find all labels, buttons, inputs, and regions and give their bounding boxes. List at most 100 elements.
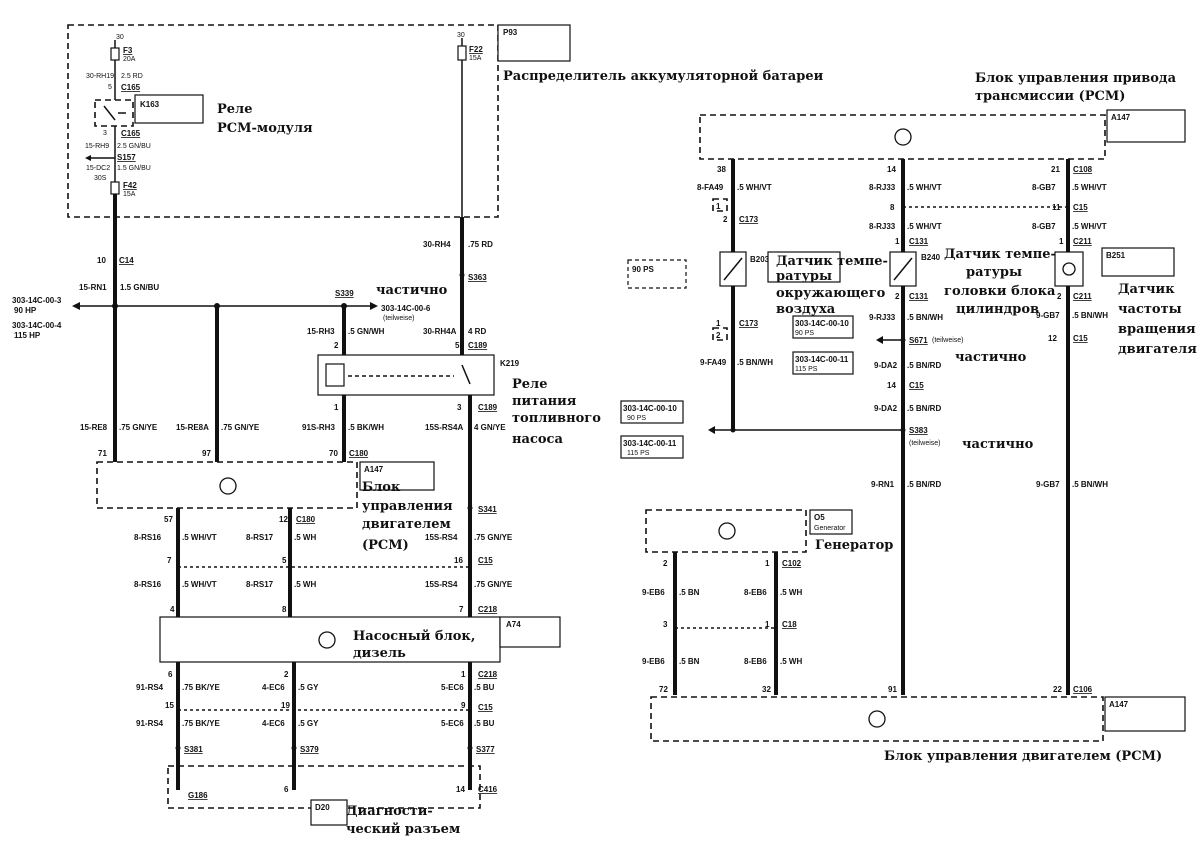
p8a-pin: 8 [282, 605, 287, 614]
battery-distributor-box [67, 24, 499, 218]
w1-wire: 15-RN1 [79, 283, 107, 292]
iat-label-1: Датчик темпе- [776, 254, 888, 269]
tcm-box [699, 114, 1106, 160]
r3-spec: .5 WH/VT [1072, 183, 1107, 192]
ref6-box [620, 400, 684, 424]
q38-pin: 38 [717, 165, 726, 174]
spd-label-3: вращения [1118, 322, 1196, 337]
d20-code: D20 [315, 803, 330, 812]
r7-wire: 9-GB7 [1036, 311, 1060, 320]
p93-label-box [497, 24, 571, 62]
spd-label-4: двигателя [1118, 342, 1197, 357]
c15-c: C15 [1073, 203, 1088, 212]
w19-spec: .5 GY [298, 719, 319, 728]
s339: S339 [335, 289, 354, 298]
w10-wire: 8-RS17 [246, 533, 274, 542]
w11-spec: .75 GN/YE [474, 533, 513, 542]
iat-label-box [767, 251, 841, 283]
w12-spec: .5 WH/VT [182, 580, 217, 589]
a147-c: A147 [1109, 700, 1129, 709]
r11-spec: .5 BN/RD [907, 480, 941, 489]
k163-relay-box [94, 99, 134, 127]
ref4-box [792, 315, 854, 339]
ref7: 303-14C-00-11 [623, 439, 677, 448]
w17-wire: 5-EC6 [441, 683, 464, 692]
w20-wire: 5-EC6 [441, 719, 464, 728]
w19-wire: 4-EC6 [262, 719, 285, 728]
w16-wire: 4-EC6 [262, 683, 285, 692]
ref6b: 90 PS [627, 415, 646, 422]
w10-spec: .5 WH [294, 533, 316, 542]
p7b-pin: 7 [459, 605, 464, 614]
q1d-pin: 1 [716, 319, 721, 328]
p19-pin: 19 [281, 701, 290, 710]
battery-distributor-label: Распределитель аккумуляторной батареи [503, 69, 824, 84]
c189-b: C189 [478, 403, 498, 412]
p6b-pin: 6 [284, 785, 289, 794]
c18: C18 [782, 620, 797, 629]
ps90-box [627, 259, 687, 289]
c15-e: C15 [909, 381, 924, 390]
f1-spec: 2.5 RD [121, 73, 143, 80]
ps90: 90 PS [632, 265, 654, 274]
p57-pin: 57 [164, 515, 173, 524]
q1c-pin: 1 [1059, 237, 1064, 246]
s363: S363 [468, 273, 487, 282]
r5-wire: 8-GB7 [1032, 222, 1056, 231]
p1a-pin: 1 [334, 403, 339, 412]
spd-label-1: Датчик [1118, 282, 1175, 297]
r6-wire: 9-RJ33 [869, 313, 896, 322]
k163-label-box [134, 94, 204, 124]
w9-spec: .5 WH/VT [182, 533, 217, 542]
f3n-pin: 3 [103, 130, 107, 137]
r9-spec: .5 BN/RD [907, 361, 941, 370]
c211-a: C211 [1073, 237, 1092, 246]
c173-a: C173 [739, 215, 759, 224]
teil-1: (teilweise) [932, 337, 964, 344]
p70-pin: 70 [329, 449, 338, 458]
f42-amp: 15A [123, 191, 136, 198]
w15-wire: 91-RS4 [136, 683, 164, 692]
w3-spec: .5 GN/WH [348, 327, 385, 336]
r1-spec: .5 WH/VT [737, 183, 772, 192]
w6-wire: 15-RE8A [176, 423, 209, 432]
w8-wire: 15S-RS4A [425, 423, 463, 432]
f4-wire: 15-RH9 [85, 143, 109, 150]
q12-pin: 12 [1048, 334, 1057, 343]
b240-code: B240 [921, 253, 941, 262]
q2b-pin: 2 [716, 331, 721, 340]
f3-amp: 20A [123, 56, 136, 63]
r13-spec: .5 BN [679, 588, 700, 597]
r2-spec: .5 WH/VT [907, 183, 942, 192]
a74-code: A74 [506, 620, 521, 629]
q14b-pin: 14 [887, 381, 896, 390]
c15-d: C15 [1073, 334, 1088, 343]
b203-code: B203 [750, 255, 770, 264]
r8-spec: .5 BN/WH [737, 358, 773, 367]
q3-pin: 3 [663, 620, 668, 629]
s381: S381 [184, 745, 203, 754]
w3-wire: 15-RH3 [307, 327, 335, 336]
diag-label-2: ческий разъем [346, 822, 460, 837]
r6-spec: .5 BN/WH [907, 313, 943, 322]
cht-label-2: ратуры [966, 265, 1022, 280]
iat-label-2: ратуры [776, 269, 832, 284]
fuse-f3 [110, 47, 120, 61]
k163-code: K163 [140, 100, 160, 109]
r2-wire: 8-RJ33 [869, 183, 896, 192]
w18-wire: 91-RS4 [136, 719, 164, 728]
w5-wire: 15-RE8 [80, 423, 108, 432]
q2d-pin: 2 [1057, 292, 1062, 301]
c131-a: C131 [909, 237, 929, 246]
q1f-pin: 1 [765, 620, 770, 629]
c15-b: C15 [478, 703, 493, 712]
k219-code: K219 [500, 359, 520, 368]
d20-label-box [310, 799, 348, 826]
cht-label-3: головки блока [944, 284, 1056, 299]
tcm-label-1: Блок управления привода [975, 71, 1177, 86]
q1e-pin: 1 [765, 559, 770, 568]
f22-code: F22 [469, 45, 483, 54]
ref2: 303-14C-00-4 [12, 321, 62, 330]
p1b-pin: 1 [461, 670, 466, 679]
